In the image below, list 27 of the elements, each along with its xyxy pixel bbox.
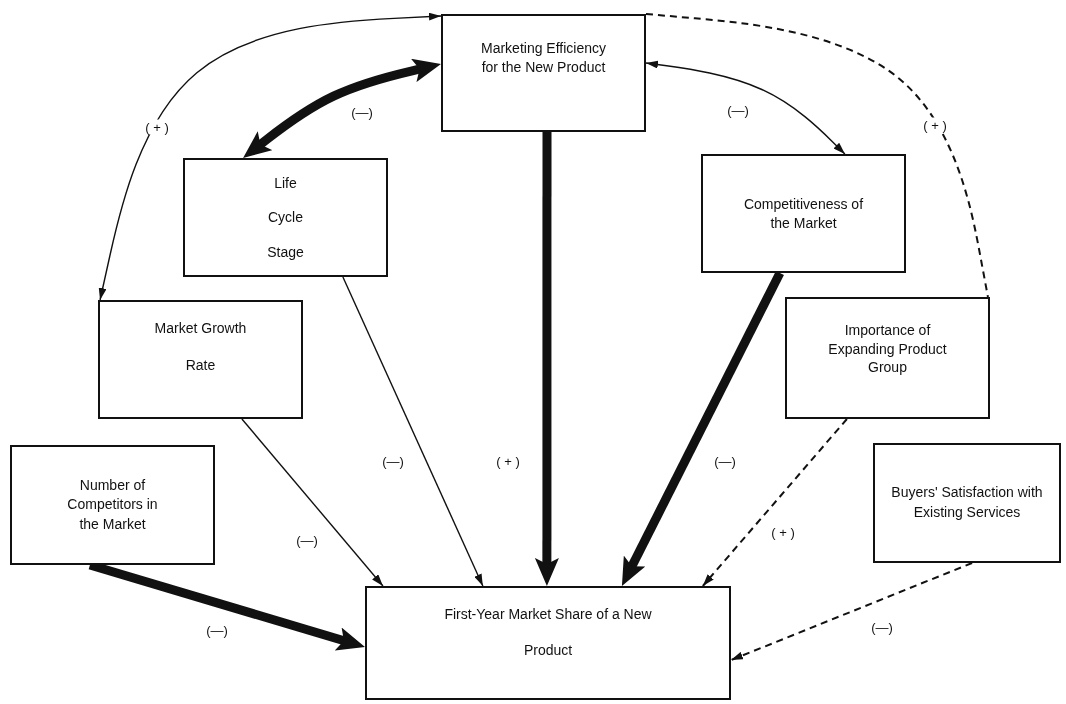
factor-box — [441, 14, 646, 132]
edge-label: ( + ) — [921, 117, 949, 133]
box-label: Market Growth Rate — [153, 319, 248, 375]
edge-label: ( + ) — [143, 119, 171, 135]
factor-box — [701, 154, 906, 273]
factor-box — [183, 158, 388, 277]
factor-box — [98, 300, 303, 419]
arrow — [645, 60, 846, 155]
factor-box — [365, 586, 731, 700]
arrow — [243, 58, 441, 158]
factor-box — [10, 445, 215, 565]
box-label: Life Cycle Stage — [266, 174, 305, 262]
box-label: Importance of Expanding Product Group — [827, 320, 948, 378]
arrow — [730, 562, 974, 662]
box-label: Marketing Efficiency for the New Product — [481, 39, 606, 77]
box-label: First-Year Market Share of a New Product — [443, 604, 653, 660]
arrow — [342, 276, 484, 587]
arrow — [98, 12, 442, 301]
box-label: Competitiveness of the Market — [742, 194, 865, 233]
box-label: Number of Competitors in the Market — [66, 475, 159, 534]
arrow — [701, 418, 848, 587]
connector-line — [645, 13, 989, 298]
arrow — [534, 132, 559, 586]
box-label: Buyers' Satisfaction with Existing Services — [890, 483, 1044, 522]
arrow — [241, 418, 384, 587]
factor-box — [873, 443, 1061, 563]
factor-box — [785, 297, 990, 419]
